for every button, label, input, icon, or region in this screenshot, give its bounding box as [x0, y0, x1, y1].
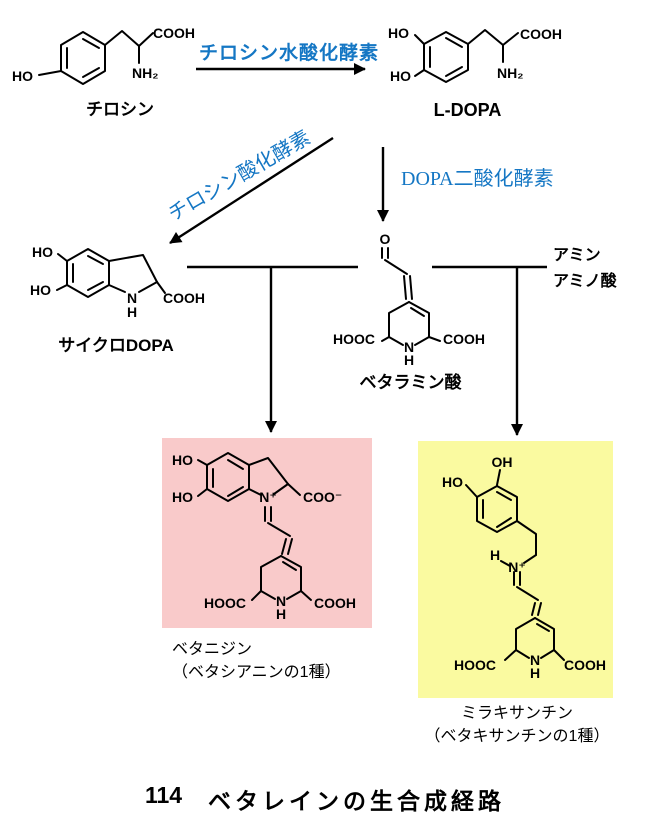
betalamic-acid-structure: O HOOC COOH N H — [333, 231, 485, 368]
atom-n: N — [276, 593, 286, 609]
tyrosine-structure: HO COOH NH₂ — [12, 25, 195, 85]
atom-hooc: HOOC — [204, 595, 246, 611]
arrow-tyrosine-oxidase — [169, 136, 334, 245]
figure-title: ベタレインの生合成経路 — [208, 788, 506, 814]
atom-o: O — [380, 231, 391, 247]
cyclodopa-structure: HO HO N H COOH — [30, 244, 205, 320]
dihydropyridine-ring — [251, 555, 312, 601]
atom-n: N — [127, 290, 137, 306]
benzene-ring — [414, 29, 519, 83]
atom-ho: HO — [172, 452, 193, 468]
amine-note: アミン アミノ酸 — [553, 243, 617, 295]
figure-caption: 114 ベタレインの生合成経路 — [0, 782, 650, 816]
miraxanthin-structure: OH HO H N⁺ HOOC COOH N H — [442, 454, 606, 681]
atom-h: H — [530, 665, 540, 681]
catechol-ring — [465, 469, 542, 616]
tyrosine-label: チロシン — [86, 100, 154, 119]
enzyme-label-dopa-dioxygenase: DOPA二酸化酵素 — [401, 168, 554, 190]
atom-h: H — [404, 352, 414, 368]
figure-number: 114 — [144, 782, 183, 808]
betanidin-subname: （ベタシアニンの1種） — [172, 664, 341, 681]
ldopa-structure: HO HO COOH NH₂ — [388, 25, 562, 84]
atom-coo-minus: COO⁻ — [303, 489, 342, 505]
atom-cooh: COOH — [163, 290, 205, 306]
atom-ho: HO — [12, 68, 33, 84]
miraxanthin-subname: （ベタキサンチンの1種） — [424, 728, 610, 745]
atom-ho: HO — [390, 68, 411, 84]
amine-note-line1: アミン — [553, 247, 601, 264]
atom-oh: OH — [492, 454, 513, 470]
betanidin-structure: HO HO N⁺ COO⁻ HOOC COOH N H — [172, 452, 356, 622]
atom-ho: HO — [388, 25, 409, 41]
betanidin-label: ベタニジン （ベタシアニンの1種） — [172, 638, 341, 684]
atom-n-plus: N⁺ — [508, 559, 526, 575]
atom-ho: HO — [30, 282, 51, 298]
atom-n: N — [404, 339, 414, 355]
indolium-ring — [197, 452, 301, 555]
atom-hooc: HOOC — [333, 331, 375, 347]
atom-ho: HO — [442, 474, 463, 490]
atom-nh2: NH₂ — [497, 65, 523, 81]
atom-n: N — [530, 652, 540, 668]
betanidin-name: ベタニジン — [172, 641, 253, 658]
cyclodopa-label: サイクロDOPA — [58, 336, 174, 355]
miraxanthin-name: ミラキサンチン — [460, 705, 573, 722]
atom-cooh: COOH — [443, 331, 485, 347]
betalamic-acid-label: ベタラミン酸 — [359, 373, 462, 392]
enzyme-label-tyrosine-hydroxylase: チロシン水酸化酵素 — [199, 43, 380, 64]
atom-ho: HO — [32, 244, 53, 260]
betacyanin-box — [162, 438, 372, 628]
atom-cooh: COOH — [153, 25, 195, 41]
atom-h: H — [490, 547, 500, 563]
atom-ho: HO — [172, 489, 193, 505]
betaxanthin-box — [418, 441, 613, 698]
atom-cooh: COOH — [564, 657, 606, 673]
amine-note-line2: アミノ酸 — [553, 273, 617, 290]
atom-nh2: NH₂ — [132, 65, 158, 81]
dihydropyridine-ring — [381, 247, 441, 346]
benzene-ring — [38, 30, 154, 85]
indoline-ring — [56, 248, 166, 298]
atom-cooh: COOH — [314, 595, 356, 611]
atom-h: H — [127, 304, 137, 320]
atom-h: H — [276, 606, 286, 622]
miraxanthin-label: ミラキサンチン （ベタキサンチンの1種） — [412, 702, 622, 748]
ldopa-label: L-DOPA — [433, 100, 502, 120]
atom-hooc: HOOC — [454, 657, 496, 673]
atom-n-plus: N⁺ — [259, 489, 277, 505]
atom-cooh: COOH — [520, 26, 562, 42]
dihydropyridine-ring — [504, 617, 565, 661]
